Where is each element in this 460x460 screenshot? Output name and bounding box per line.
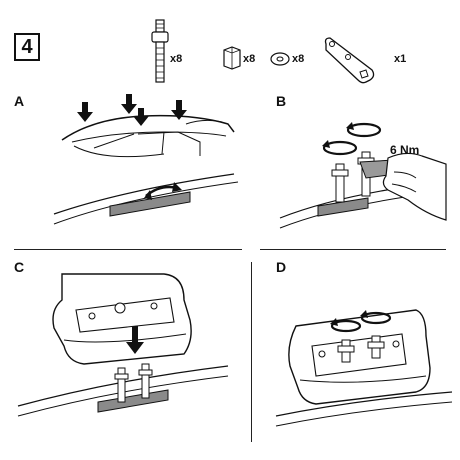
down-arrow-icon [126,326,144,354]
wrench-quantity: x1 [394,53,407,65]
panel-label-c: C [14,259,25,275]
washer-icon [270,52,290,66]
panel-d-illustration [275,309,453,427]
roof-slot [109,191,191,217]
divider-vertical [251,262,252,442]
panel-b-illustration [279,122,447,229]
rotate-arrow-icon [322,122,382,156]
bolt-icon [151,19,169,83]
step-number: 4 [14,33,40,61]
rotate-arrow-icon [330,310,392,333]
divider-top-right [260,249,446,250]
divider-top-left [14,249,242,250]
panel-label-d: D [276,259,287,275]
nut-quantity: x8 [243,53,256,65]
roof-slot [97,389,169,413]
wrench-icon [324,37,375,84]
hand-outline [382,152,447,221]
bolt-pair [114,363,153,403]
roof-slot [317,197,369,217]
washer-quantity: x8 [292,53,305,65]
torque-label: 6 Nm [390,143,420,157]
panel-c-illustration [17,273,229,417]
nut-icon [223,46,241,70]
bolt-quantity: x8 [170,53,183,65]
panel-label-a: A [14,93,25,109]
bolt-pair [337,335,385,363]
car-roof-outline [61,114,235,141]
down-arrow-icon [77,94,187,126]
panel-label-b: B [276,93,287,109]
panel-a-illustration [53,94,239,225]
